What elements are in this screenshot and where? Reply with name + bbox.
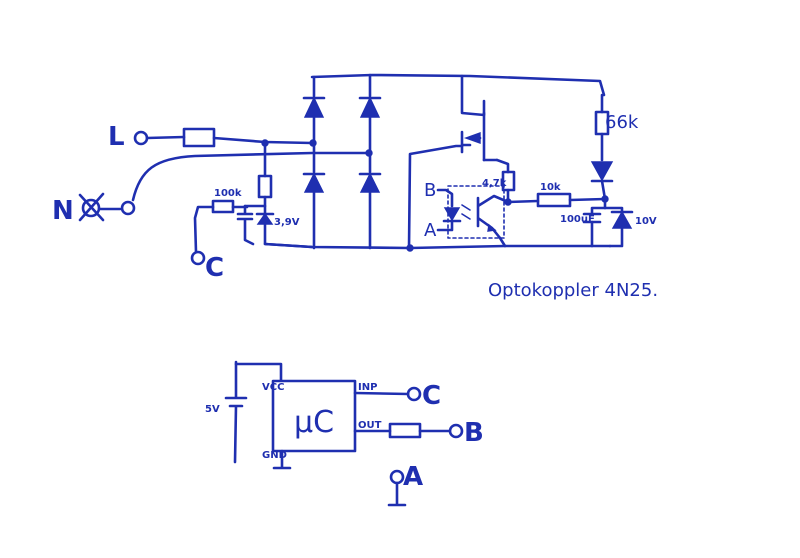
label-4k7: 4,7k bbox=[482, 178, 507, 189]
diode-d1 bbox=[303, 96, 325, 118]
terminal-B bbox=[448, 423, 464, 439]
label-vcc: VCC bbox=[262, 382, 284, 393]
gate-wire bbox=[407, 144, 464, 250]
label-C-lower: C bbox=[422, 381, 441, 411]
label-C-upper: C bbox=[205, 253, 224, 283]
mains-circuit: L N 100k C 3,9V bbox=[52, 73, 657, 283]
diode-d5 bbox=[590, 161, 614, 182]
fuse bbox=[182, 127, 216, 148]
label-66k: 66k bbox=[605, 112, 639, 133]
label-10v: 10V bbox=[635, 216, 657, 227]
microcontroller bbox=[271, 379, 357, 453]
optocoupler-note: Optokoppler 4N25. bbox=[488, 280, 658, 301]
crossed-terminal-icon bbox=[78, 192, 105, 222]
label-gnd: GND bbox=[262, 450, 287, 461]
label-L: L bbox=[108, 122, 125, 152]
label-100k: 100k bbox=[214, 188, 242, 199]
wire-L-fuse bbox=[145, 135, 186, 140]
diode-d2 bbox=[303, 172, 325, 193]
terminal-C-lower bbox=[406, 386, 422, 402]
resistor-10k bbox=[536, 192, 572, 208]
resistor-out bbox=[388, 422, 422, 439]
top-rail bbox=[310, 73, 606, 97]
terminal-A bbox=[389, 469, 405, 485]
label-5v: 5V bbox=[205, 404, 220, 415]
label-inp: INP bbox=[358, 382, 377, 393]
wire-N-bridge bbox=[131, 151, 372, 202]
terminal-N bbox=[120, 200, 136, 216]
capacitor-small bbox=[236, 204, 255, 246]
battery-5v bbox=[224, 360, 248, 464]
label-3v9: 3,9V bbox=[274, 217, 300, 228]
ground-mcu bbox=[272, 449, 292, 470]
ground-A bbox=[387, 481, 407, 507]
zener-3v9 bbox=[256, 212, 274, 225]
label-A-lower: A bbox=[403, 462, 423, 492]
resistor-dropper bbox=[257, 174, 273, 199]
light-arrows bbox=[461, 204, 471, 220]
resistor-100k bbox=[211, 199, 235, 214]
mcu-circuit: 5V μC VCC GND INP C OUT B A bbox=[205, 360, 484, 507]
terminal-C-upper bbox=[190, 250, 206, 266]
label-N: N bbox=[52, 196, 74, 226]
diode-d3 bbox=[359, 96, 381, 118]
label-B-opto: B bbox=[424, 180, 436, 201]
zener-10v bbox=[611, 210, 633, 229]
opto-led bbox=[443, 207, 461, 222]
label-100uf: 100uF bbox=[560, 214, 595, 225]
label-mcu: μC bbox=[294, 405, 334, 440]
label-A-opto: A bbox=[424, 220, 437, 241]
terminal-L bbox=[133, 130, 149, 146]
label-B-lower: B bbox=[464, 418, 484, 448]
label-out: OUT bbox=[358, 420, 382, 431]
diode-d4 bbox=[359, 172, 381, 193]
label-10k: 10k bbox=[540, 182, 561, 193]
bottom-rail bbox=[263, 242, 612, 250]
